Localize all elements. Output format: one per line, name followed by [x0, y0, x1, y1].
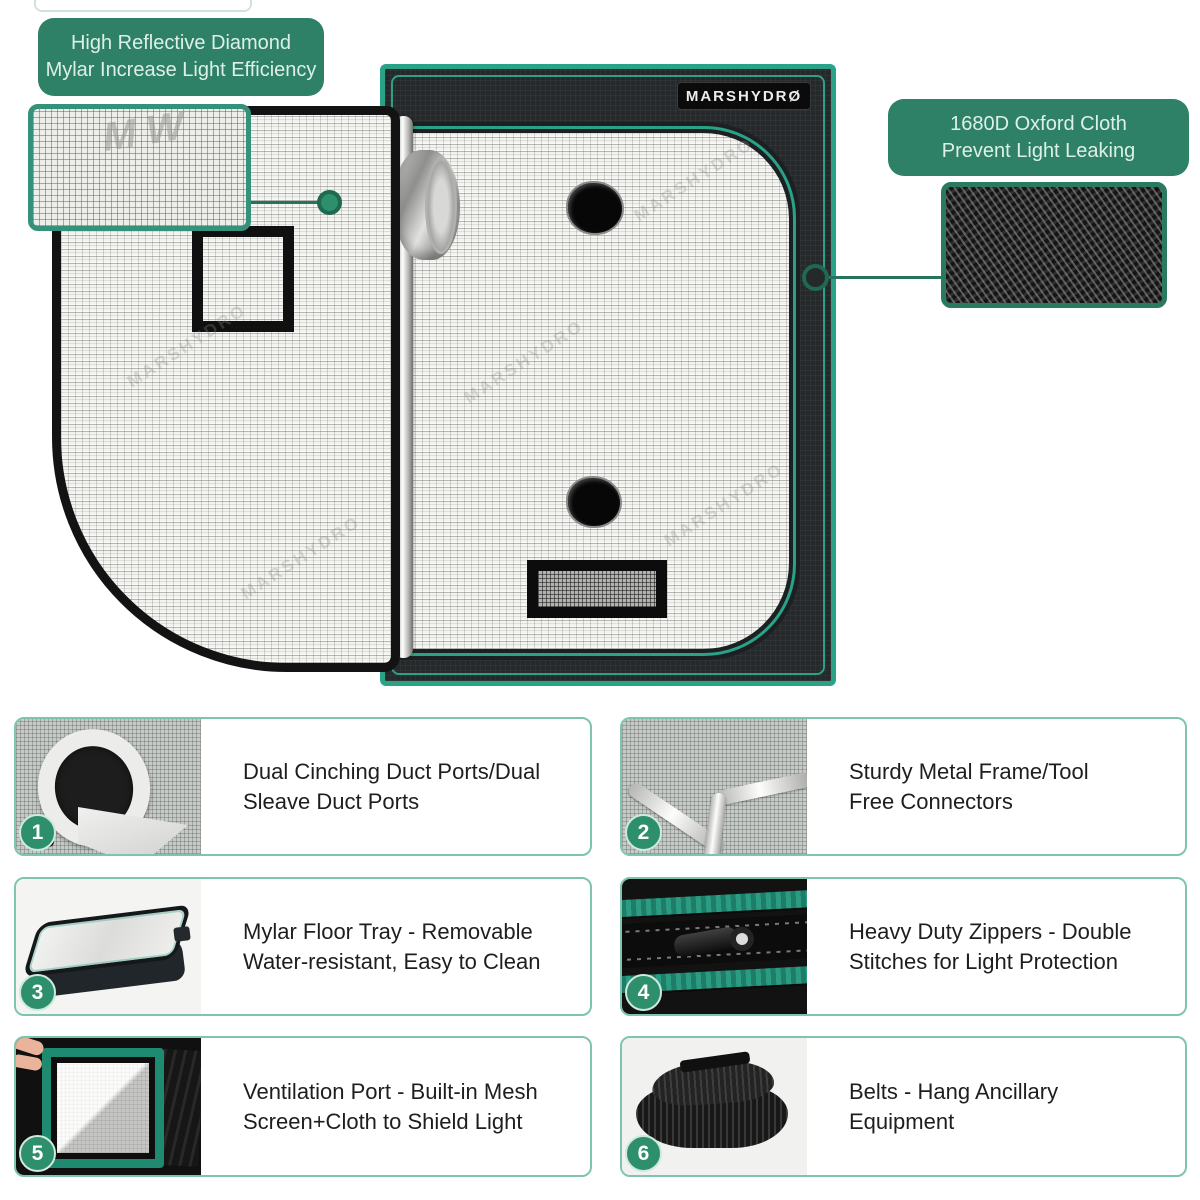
duct-hole-bottom [568, 478, 620, 526]
feature-text: Mylar Floor Tray - Removable Water-resis… [243, 918, 541, 974]
callout-oxford-label: 1680D Oxford Cloth Prevent Light Leaking [888, 99, 1189, 176]
oxford-texture-swatch [941, 182, 1167, 308]
cropped-top-box [34, 0, 252, 12]
marshydro-logo: MARSHYDRØ [677, 82, 811, 110]
vent-mesh-art [57, 1063, 149, 1153]
feature-text: Heavy Duty Zippers - Double Stitches for… [849, 918, 1132, 974]
door-vent-window [192, 226, 294, 332]
feature-number-badge: 4 [625, 974, 662, 1011]
mylar-emboss-text: MW [101, 104, 196, 161]
mylar-watermark: MARSHYDRO [123, 299, 251, 392]
feature-text: Dual Cinching Duct Ports/Dual Sleave Duc… [243, 758, 541, 814]
feature-number-badge: 5 [19, 1135, 56, 1172]
feature-number-badge: 6 [625, 1135, 662, 1172]
feature-text: Sturdy Metal Frame/Tool Free Connectors [849, 758, 1089, 814]
finger-art [16, 1053, 43, 1072]
duct-sleeve [396, 150, 460, 260]
frame-bar-art [716, 771, 807, 806]
mylar-callout-dot-icon [317, 190, 342, 215]
mylar-texture-swatch: MW [28, 104, 251, 231]
oxford-callout-ring-icon [802, 264, 829, 291]
oxford-callout-line [827, 276, 941, 279]
tray-tab-art [173, 926, 191, 942]
zipper-band-art [622, 889, 807, 918]
belt-photo [622, 1038, 807, 1175]
vent-cloth-art [157, 1049, 201, 1167]
feature-text: Belts - Hang Ancillary Equipment [849, 1078, 1059, 1134]
feature-number-badge: 2 [625, 814, 662, 851]
feature-card-floor-tray: Mylar Floor Tray - Removable Water-resis… [14, 877, 592, 1016]
mylar-callout-line [248, 201, 320, 204]
metal-frame-photo [622, 719, 807, 854]
grow-tent: MARSHYDRØ MARSHYDRO MARSHYDRO MARSHYDRO [380, 64, 836, 686]
feature-card-metal-frame: Sturdy Metal Frame/Tool Free Connectors … [620, 717, 1187, 856]
feature-card-belts: Belts - Hang Ancillary Equipment 6 [620, 1036, 1187, 1177]
feature-text: Ventilation Port - Built-in Mesh Screen+… [243, 1078, 538, 1134]
mesh-vent [527, 560, 667, 618]
feature-number-badge: 3 [19, 974, 56, 1011]
feature-number-badge: 1 [19, 814, 56, 851]
vent-frame-art [42, 1048, 164, 1168]
feature-card-duct-ports: Dual Cinching Duct Ports/Dual Sleave Duc… [14, 717, 592, 856]
mylar-watermark: MARSHYDRO [237, 511, 365, 604]
callout-mylar-label: High Reflective Diamond Mylar Increase L… [38, 18, 324, 96]
feature-card-ventilation: Ventilation Port - Built-in Mesh Screen+… [14, 1036, 592, 1177]
feature-card-zippers: Heavy Duty Zippers - Double Stitches for… [620, 877, 1187, 1016]
hand-art [16, 1038, 50, 1086]
tent-opening: MARSHYDRO MARSHYDRO MARSHYDRO [390, 122, 800, 660]
duct-hole-top [568, 183, 622, 233]
